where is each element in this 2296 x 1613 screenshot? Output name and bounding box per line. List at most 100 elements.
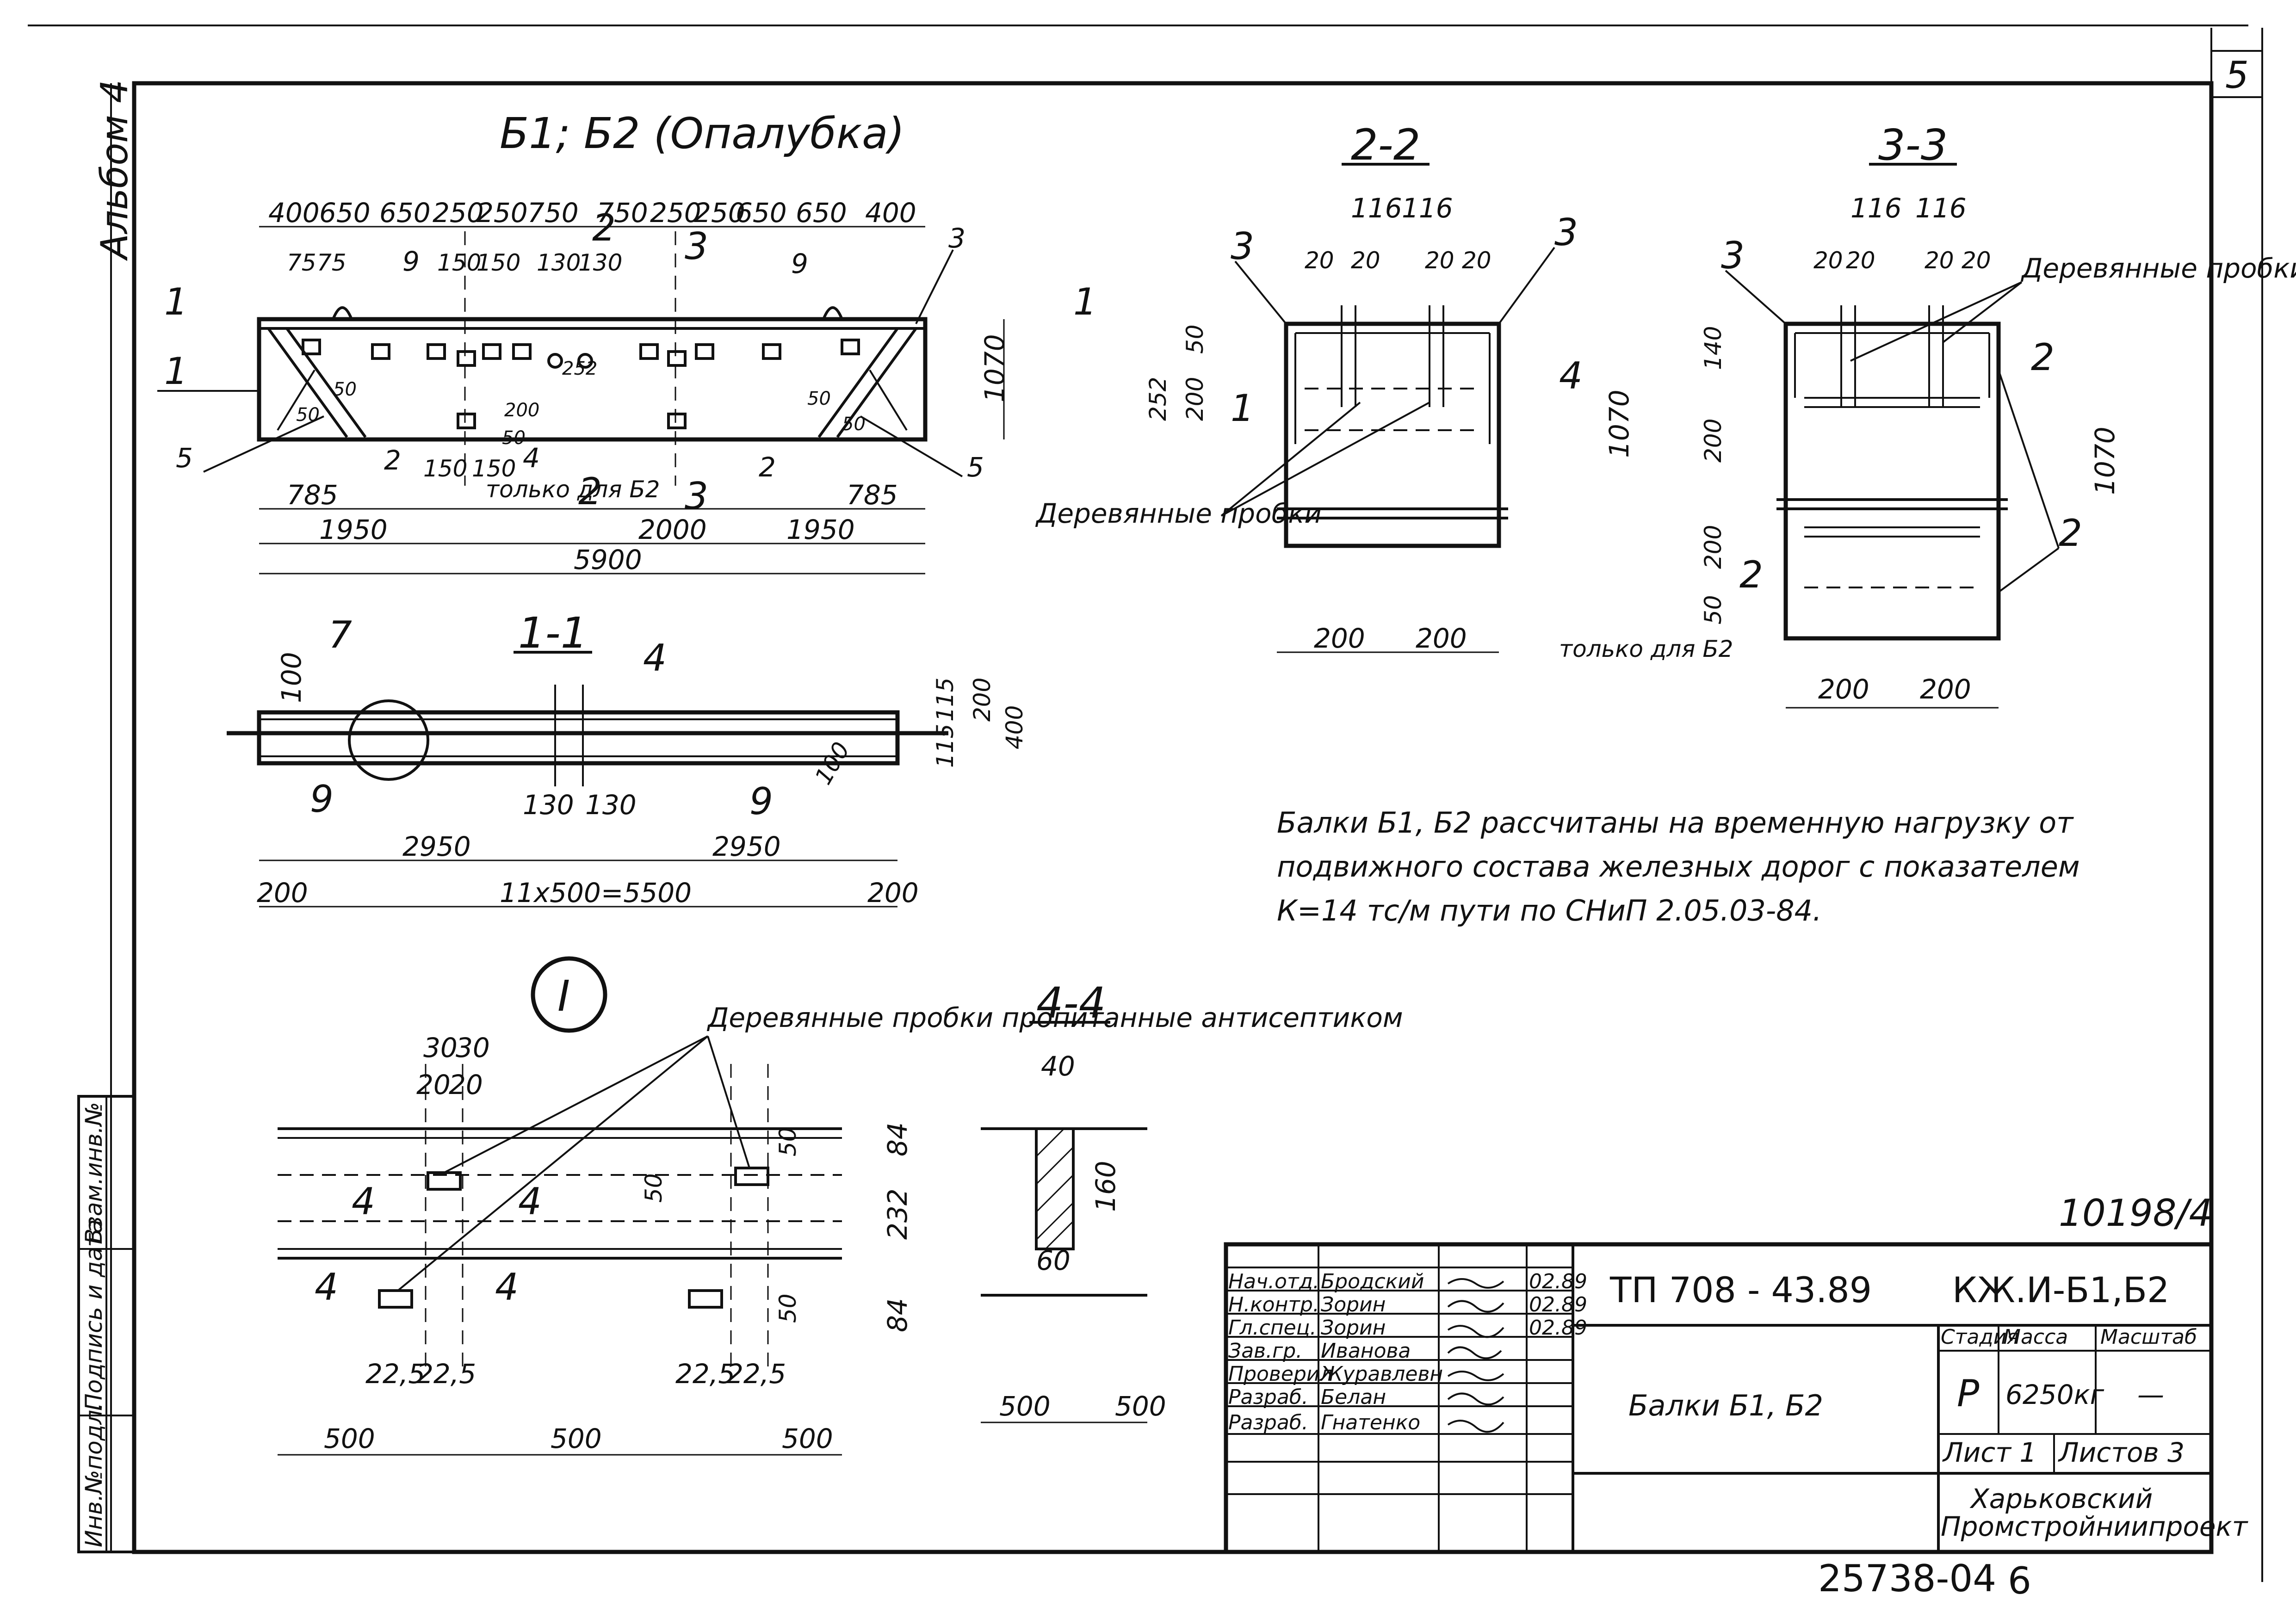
dim-top-2: 650 xyxy=(319,197,371,229)
tb-date-2: 02.89 xyxy=(1529,1293,1587,1316)
s22-dim-200: 200 xyxy=(1182,377,1208,421)
s22-dim-20a: 20 xyxy=(1305,247,1334,274)
section-2-2-title: 2-2 xyxy=(1351,120,1420,170)
formwork-note-b2: только для Б2 xyxy=(486,476,660,503)
dI-dim-22-5b: 22,5 xyxy=(416,1358,476,1390)
dI-dim-50c: 50 xyxy=(774,1293,801,1323)
dim-top-5: 250 xyxy=(477,197,528,229)
s11-dim-200-side: 200 xyxy=(969,678,996,722)
dI-dim-22-5a: 22,5 xyxy=(365,1358,425,1390)
section-mark-2-bottom: 2 xyxy=(578,470,602,513)
section-mark-3-bottom: 3 xyxy=(685,475,708,518)
tb-sheet: Лист 1 xyxy=(1942,1437,2036,1468)
s22-dim-20b: 20 xyxy=(1351,247,1380,274)
section-1-1-title: 1-1 xyxy=(518,608,588,658)
title-block-row-4: Зав.гр. Иванова xyxy=(1228,1339,1411,1363)
dim-top-6: 750 xyxy=(527,197,579,229)
s22-dim-20d: 20 xyxy=(1462,247,1491,274)
s33-dim-20c: 20 xyxy=(1925,247,1954,274)
tb-role-7: Разраб. xyxy=(1228,1411,1308,1434)
tb-doc-code: КЖ.И-Б1,Б2 xyxy=(1952,1269,2169,1310)
dI-dim-30a: 30 xyxy=(423,1032,458,1063)
side-stamp-replace: Взам.инв.№ xyxy=(80,1102,107,1244)
note-line-1: Балки Б1, Б2 рассчитаны на временную наг… xyxy=(1277,806,2074,840)
s11-dim-115a: 115 xyxy=(932,678,959,722)
formwork-pos-4: 4 xyxy=(523,442,540,474)
detail-I-title: I xyxy=(557,971,570,1021)
dim-top-12: 400 xyxy=(865,197,916,229)
dim-top-10: 650 xyxy=(736,197,787,229)
archive-code: 10198/4 xyxy=(2059,1192,2212,1235)
formwork-inner-200: 200 xyxy=(504,400,539,421)
s11-pos-9a: 9 xyxy=(310,778,334,821)
formwork-inner-50c: 50 xyxy=(807,388,831,409)
s11-dim-130b: 130 xyxy=(585,789,637,821)
s22-note-b2: только для Б2 xyxy=(1559,636,1733,662)
dim-top-4: 250 xyxy=(433,197,484,229)
formwork-pos-3: 3 xyxy=(948,222,965,254)
s11-dim-400: 400 xyxy=(1001,705,1028,749)
dI-dim-20b: 20 xyxy=(449,1069,483,1100)
dI-dim-500b: 500 xyxy=(551,1423,602,1454)
dim-small-5: 130 xyxy=(537,249,581,276)
bottom-page: 6 xyxy=(2008,1559,2031,1602)
dim-top-3: 650 xyxy=(379,197,431,229)
formwork-inner-252: 252 xyxy=(562,358,597,379)
formwork-small-dims: 75 75 150 150 130 130 xyxy=(287,249,622,276)
title-block-row-6: Разраб. Белан xyxy=(1228,1385,1386,1409)
title-block: Нач.отд. Бродский 02.89 Н.контр. Зорин 0… xyxy=(1224,1242,2249,1554)
dim-small-2: 75 xyxy=(317,249,347,276)
s11-dim-2950a: 2950 xyxy=(402,831,471,862)
dI-dim-500c: 500 xyxy=(782,1423,833,1454)
formwork-title: Б1; Б2 (Опалубка) xyxy=(500,109,904,158)
tb-role-2: Н.контр. xyxy=(1228,1293,1319,1316)
formwork-dim-785-right: 785 xyxy=(847,479,898,511)
formwork-dim-1950-left: 1950 xyxy=(319,514,388,545)
tb-name-4: Иванова xyxy=(1321,1339,1411,1363)
tb-role-4: Зав.гр. xyxy=(1228,1339,1302,1363)
tb-name-3: Зорин xyxy=(1321,1316,1386,1340)
tb-stage: Р xyxy=(1957,1372,1980,1415)
tb-scale: — xyxy=(2137,1379,2164,1410)
formwork-pos-2a: 2 xyxy=(384,445,401,476)
s11-pos-9b: 9 xyxy=(749,780,773,823)
title-block-row-2: Н.контр. Зорин 02.89 xyxy=(1228,1293,1587,1316)
sheet-frame: 5 xyxy=(28,25,2263,1582)
tb-mass: 6250кг xyxy=(2005,1379,2104,1410)
tb-role-1: Нач.отд. xyxy=(1228,1270,1319,1293)
tb-name-7: Гнатенко xyxy=(1321,1411,1420,1434)
view-section-3-3: 3-3 116 116 20 20 20 20 140 200 200 50 1… xyxy=(1700,120,2296,709)
dim-top-9: 250 xyxy=(694,197,745,229)
section-mark-1-right: 1 xyxy=(1073,280,1097,323)
formwork-inner-150a: 150 xyxy=(423,455,467,482)
formwork-pos-5a: 5 xyxy=(176,442,193,474)
beam-outline xyxy=(257,317,928,442)
tb-name-6: Белан xyxy=(1321,1385,1386,1409)
tb-org-line-2: Промстройниипроект xyxy=(1941,1511,2249,1542)
dI-label-plugs: Деревянные пробки пропитанные антисептик… xyxy=(706,1002,1403,1033)
s33-dim-200c: 200 xyxy=(1818,674,1869,705)
tb-role-3: Гл.спец. xyxy=(1228,1316,1317,1340)
formwork-pos-5b: 5 xyxy=(967,451,984,483)
s11-dim-200-right: 200 xyxy=(867,877,919,908)
s44-dim-500a: 500 xyxy=(999,1391,1051,1422)
s22-pos-3a: 3 xyxy=(1231,225,1254,268)
section-3-3-title: 3-3 xyxy=(1878,120,1948,170)
section-mark-1-left: 1 xyxy=(164,280,188,323)
detail-circle-I-marker xyxy=(348,699,429,781)
dim-top-11: 650 xyxy=(796,197,847,229)
s22-dim-252: 252 xyxy=(1145,377,1171,421)
title-block-row-5: Проверил Журавлевн xyxy=(1228,1362,1443,1386)
dI-dim-20a: 20 xyxy=(416,1069,451,1100)
s44-dim-500b: 500 xyxy=(1115,1391,1166,1422)
formwork-inner-50b: 50 xyxy=(333,379,357,400)
tb-sheets: Листов 3 xyxy=(2058,1437,2185,1468)
s22-label-plugs: Деревянные пробки xyxy=(1035,498,1322,529)
dim-small-1: 75 xyxy=(287,249,316,276)
view-detail-I: I 30 30 20 20 84 232 84 50 50 50 22,5 22… xyxy=(278,956,1403,1456)
s33-label-plugs: Деревянные пробки xyxy=(2020,253,2296,284)
s33-dim-20b: 20 xyxy=(1846,247,1875,274)
s33-pos-3: 3 xyxy=(1721,234,1745,277)
s44-dim-160: 160 xyxy=(1090,1161,1121,1212)
